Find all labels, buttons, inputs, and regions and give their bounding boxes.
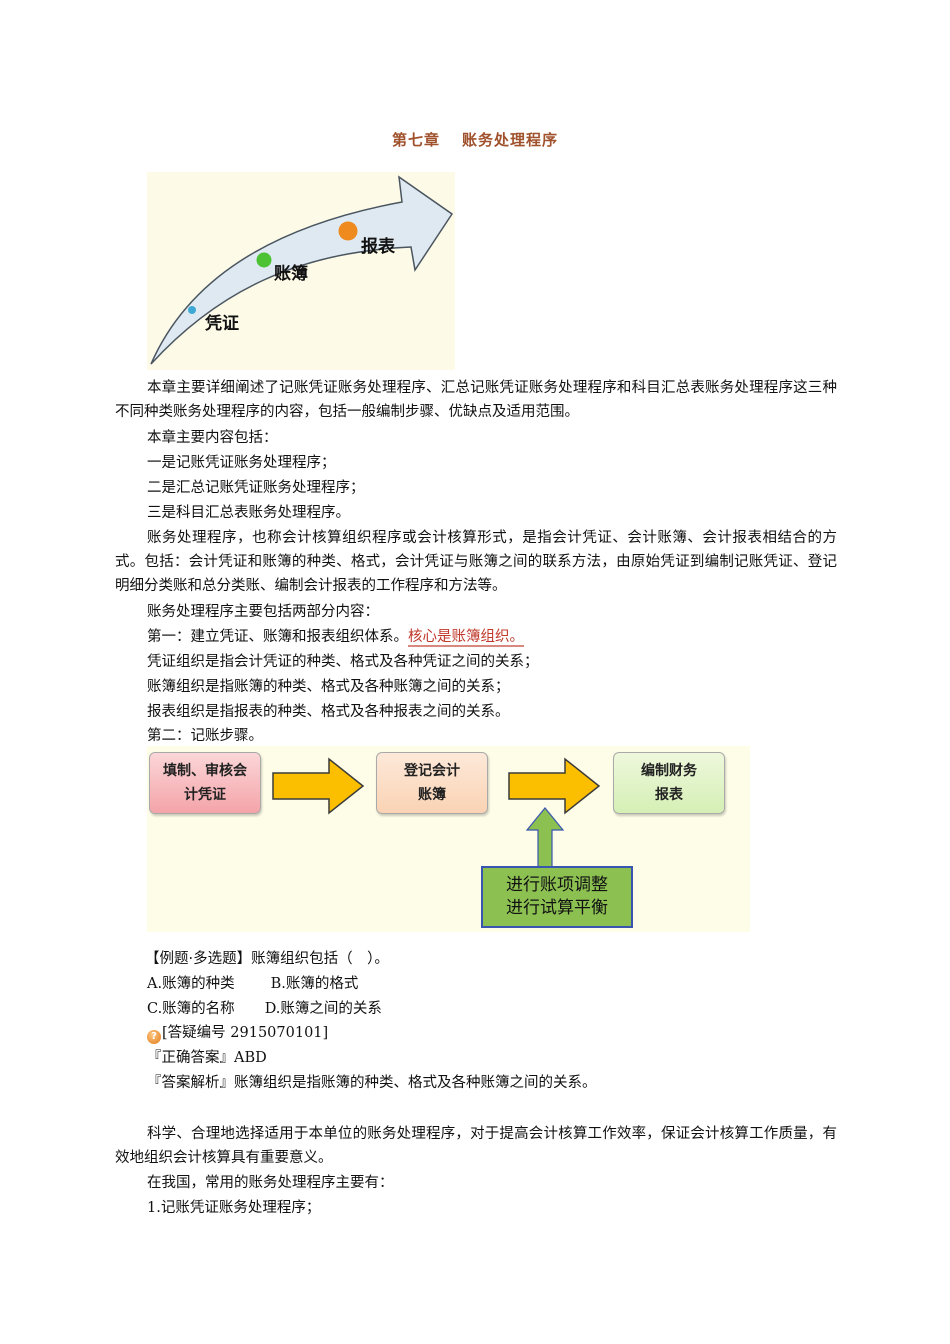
step-register-ledger: 登记会计 账簿 — [376, 752, 488, 814]
step-prepare-statements: 编制财务 报表 — [613, 752, 725, 814]
two-parts-label: 账务处理程序主要包括两部分内容： — [147, 604, 379, 620]
hero-arrow-illustration: 凭证 账簿 报表 — [147, 172, 455, 370]
step-fill-review-voucher: 填制、审核会 计凭证 — [149, 752, 261, 814]
org-line: 账簿组织是指账簿的种类、格式及各种账簿之间的关系； — [147, 679, 510, 695]
step1-line1: 填制、审核会 — [163, 763, 247, 779]
up-arrow-icon — [525, 807, 565, 868]
question-icon[interactable]: ? — [147, 1030, 161, 1044]
common-label: 在我国，常用的账务处理程序主要有： — [147, 1175, 394, 1191]
step2-line1: 登记会计 — [404, 763, 460, 779]
curved-arrow-icon — [150, 175, 454, 365]
org-line: 凭证组织是指会计凭证的种类、格式及各种凭证之间的关系； — [147, 654, 539, 670]
dot-voucher-icon — [188, 306, 196, 314]
step3-line2: 报表 — [655, 787, 683, 803]
adjust-line1: 进行账项调整 — [506, 875, 608, 895]
correct-answer: 『正确答案』ABD — [147, 1050, 267, 1066]
chapter-number: 第七章 — [391, 131, 440, 149]
options-row-2: C.账簿的名称 D.账簿之间的关系 — [147, 997, 382, 1021]
option-d: D.账簿之间的关系 — [264, 1001, 382, 1017]
chapter-name: 账务处理程序 — [462, 131, 559, 149]
option-c: C.账簿的名称 — [147, 1001, 235, 1017]
example-question: 【例题·多选题】账簿组织包括（ ）。 — [145, 951, 389, 967]
qa-number-line[interactable]: ?[答疑编号 2915070101] — [147, 1021, 328, 1045]
bookkeeping-flow-diagram: 填制、审核会 计凭证 登记会计 账簿 编制财务 报表 进行账项调整 进行试算平衡 — [147, 746, 750, 932]
main-content-item: 三是科目汇总表账务处理程序。 — [147, 505, 350, 521]
adjust-line2: 进行试算平衡 — [506, 898, 608, 918]
part-one-line: 第一：建立凭证、账簿和报表组织体系。核心是账簿组织。 — [147, 625, 524, 649]
right-arrow-icon — [508, 757, 601, 815]
dot-report-icon — [338, 221, 358, 241]
part-two-line: 第二：记账步骤。 — [147, 728, 263, 744]
main-content-item: 二是汇总记账凭证账务处理程序； — [147, 480, 365, 496]
main-content-item: 一是记账凭证账务处理程序； — [147, 455, 336, 471]
answer-analysis: 『答案解析』账簿组织是指账簿的种类、格式及各种账簿之间的关系。 — [147, 1075, 597, 1091]
chapter-title: 第七章 账务处理程序 — [0, 129, 950, 150]
core-highlight: 核心是账簿组织。 — [408, 629, 524, 647]
step2-line2: 账簿 — [418, 787, 446, 803]
step3-line1: 编制财务 — [641, 763, 697, 779]
option-b: B.账簿的格式 — [270, 976, 359, 992]
part-one-text: 第一：建立凭证、账簿和报表组织体系。 — [147, 629, 408, 645]
significance-paragraph: 科学、合理地选择适用于本单位的账务处理程序，对于提高会计核算工作效率，保证会计核… — [115, 1126, 837, 1166]
main-content-label: 本章主要内容包括： — [147, 430, 278, 446]
common-item: 1.记账凭证账务处理程序； — [147, 1200, 321, 1216]
step1-line2: 计凭证 — [184, 787, 226, 803]
option-a: A.账簿的种类 — [147, 976, 235, 992]
dot-ledger-icon — [256, 252, 272, 268]
org-line: 报表组织是指报表的种类、格式及各种报表之间的关系。 — [147, 704, 510, 720]
hero-label-voucher: 凭证 — [205, 314, 239, 334]
intro-paragraph: 本章主要详细阐述了记账凭证账务处理程序、汇总记账凭证账务处理程序和科目汇总表账务… — [115, 380, 837, 420]
hero-label-report: 报表 — [361, 237, 395, 257]
definition-paragraph: 账务处理程序，也称会计核算组织程序或会计核算形式，是指会计凭证、会计账簿、会计报… — [115, 530, 837, 594]
hero-label-ledger: 账簿 — [274, 264, 308, 284]
right-arrow-icon — [272, 757, 365, 815]
options-row-1: A.账簿的种类 B.账簿的格式 — [147, 972, 358, 996]
qa-number[interactable]: [答疑编号 2915070101] — [162, 1025, 329, 1041]
adjust-and-trial-balance-box: 进行账项调整 进行试算平衡 — [481, 866, 633, 928]
